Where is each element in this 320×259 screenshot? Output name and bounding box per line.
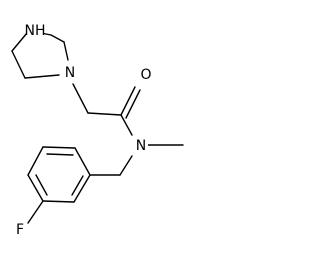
bond-amide-n-benzyl-ch2 [119,155,133,176]
atom-n-amide-text: N [136,138,146,154]
bond-piperazine-c3-c4 [50,34,65,43]
bond-ring-a [74,147,91,176]
bond-ch2-carbonyl [87,112,122,116]
bond-carbonyl-o-a [120,86,136,116]
atom-label-n-piperazine: N [63,64,77,82]
bond-ring-inner-1 [46,153,74,156]
atom-f-text: F [16,222,24,238]
bond-piperazine-n-c3 [63,41,69,61]
atom-label-n-amide: N [134,137,148,155]
bond-ring-inner-2 [35,174,48,196]
bond-carbonyl-o-b [125,89,141,119]
bond-carbonyl-amide-n [120,114,133,136]
bond-ring-inner-3 [71,175,84,196]
bond-ring-e [42,200,75,203]
bond-n-ch2 [72,83,89,114]
atom-label-f: F [13,221,27,239]
atom-nh-text: NH [25,23,46,39]
atom-o-text: O [140,67,151,83]
atom-label-o: O [139,66,153,84]
bond-piperazine-nh-c1 [11,32,28,52]
bond-piperazine-c2-n [24,74,60,79]
bond-piperazine-c1-c2 [11,50,26,79]
bond-ring-fluorine [27,200,44,224]
atom-label-nh: NH [25,22,46,40]
bond-ring-c [27,146,44,176]
bond-ring-b [42,146,76,149]
bond-ring-f [73,174,91,203]
bond-ring-d [27,174,44,202]
atom-n-piperazine-text: N [65,65,75,81]
chemical-structure: NH N O N F [11,22,184,239]
